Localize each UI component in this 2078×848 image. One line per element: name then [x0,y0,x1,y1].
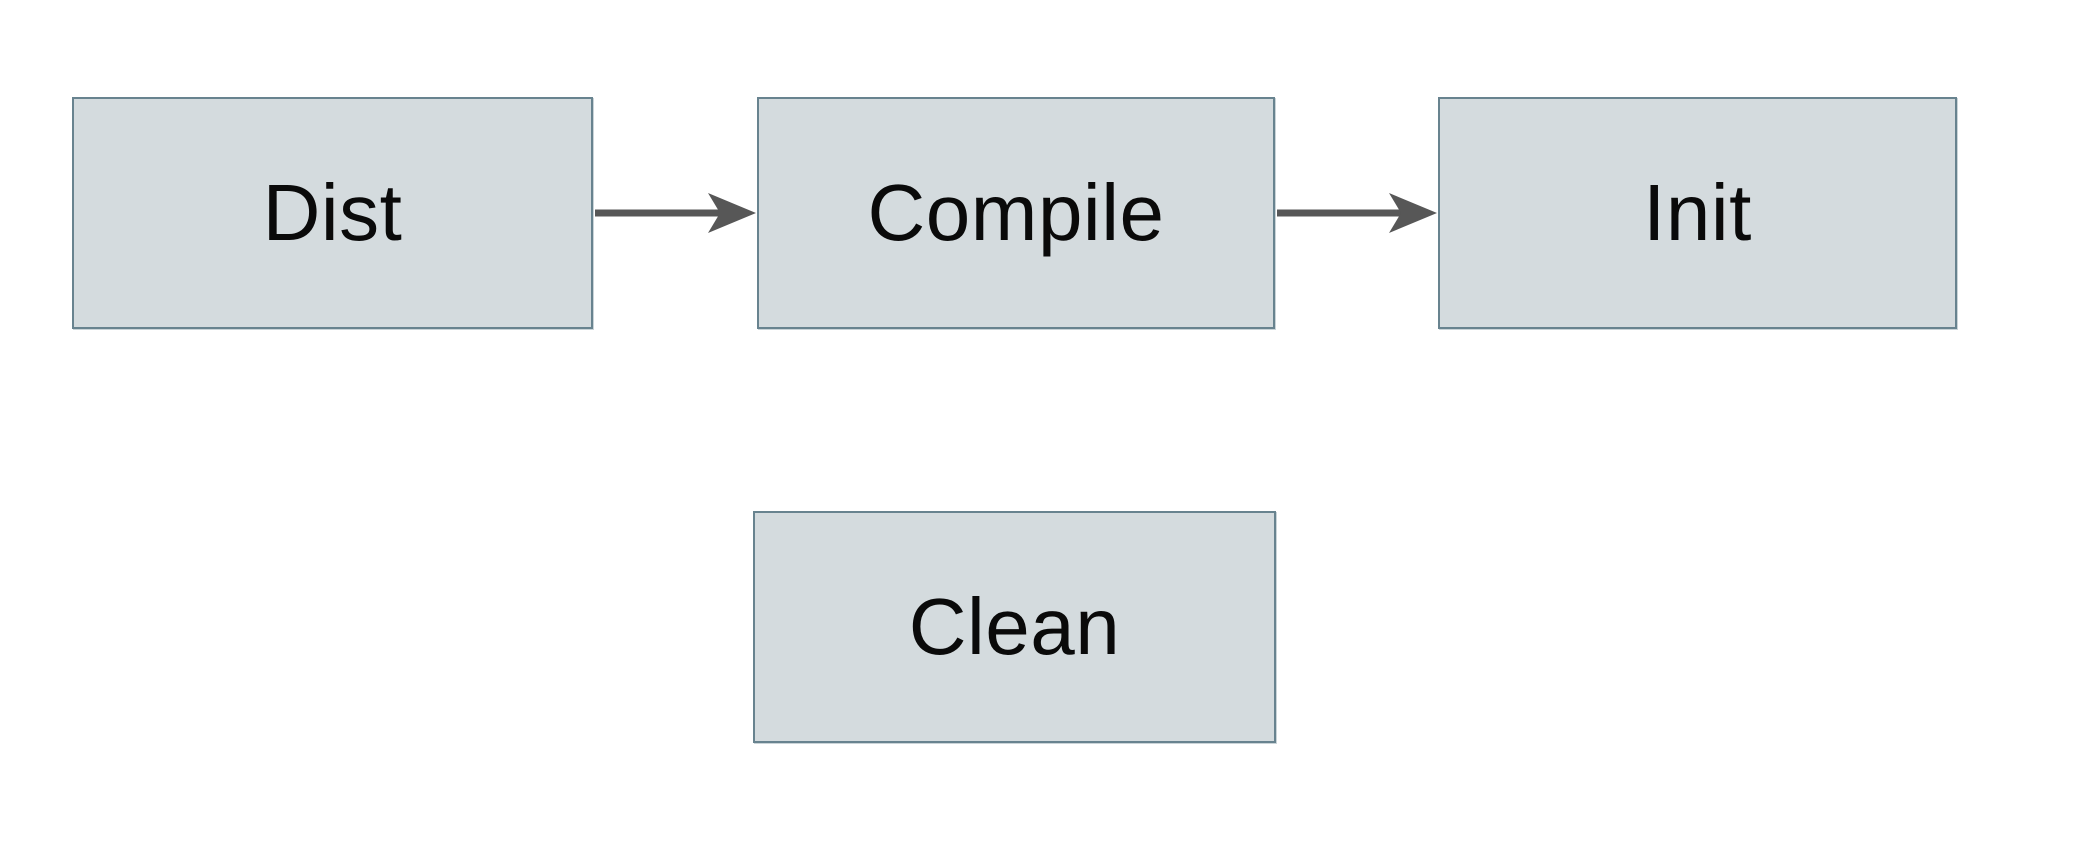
node-dist: Dist [72,97,593,329]
node-clean-label: Clean [908,582,1121,671]
node-clean: Clean [753,511,1276,743]
node-compile-label: Compile [867,168,1165,257]
node-init-label: Init [1643,168,1752,257]
node-init: Init [1438,97,1957,329]
arrow-dist-to-compile [595,193,756,233]
arrow-compile-to-init [1277,193,1437,233]
node-dist-label: Dist [262,168,403,257]
node-compile: Compile [757,97,1275,329]
